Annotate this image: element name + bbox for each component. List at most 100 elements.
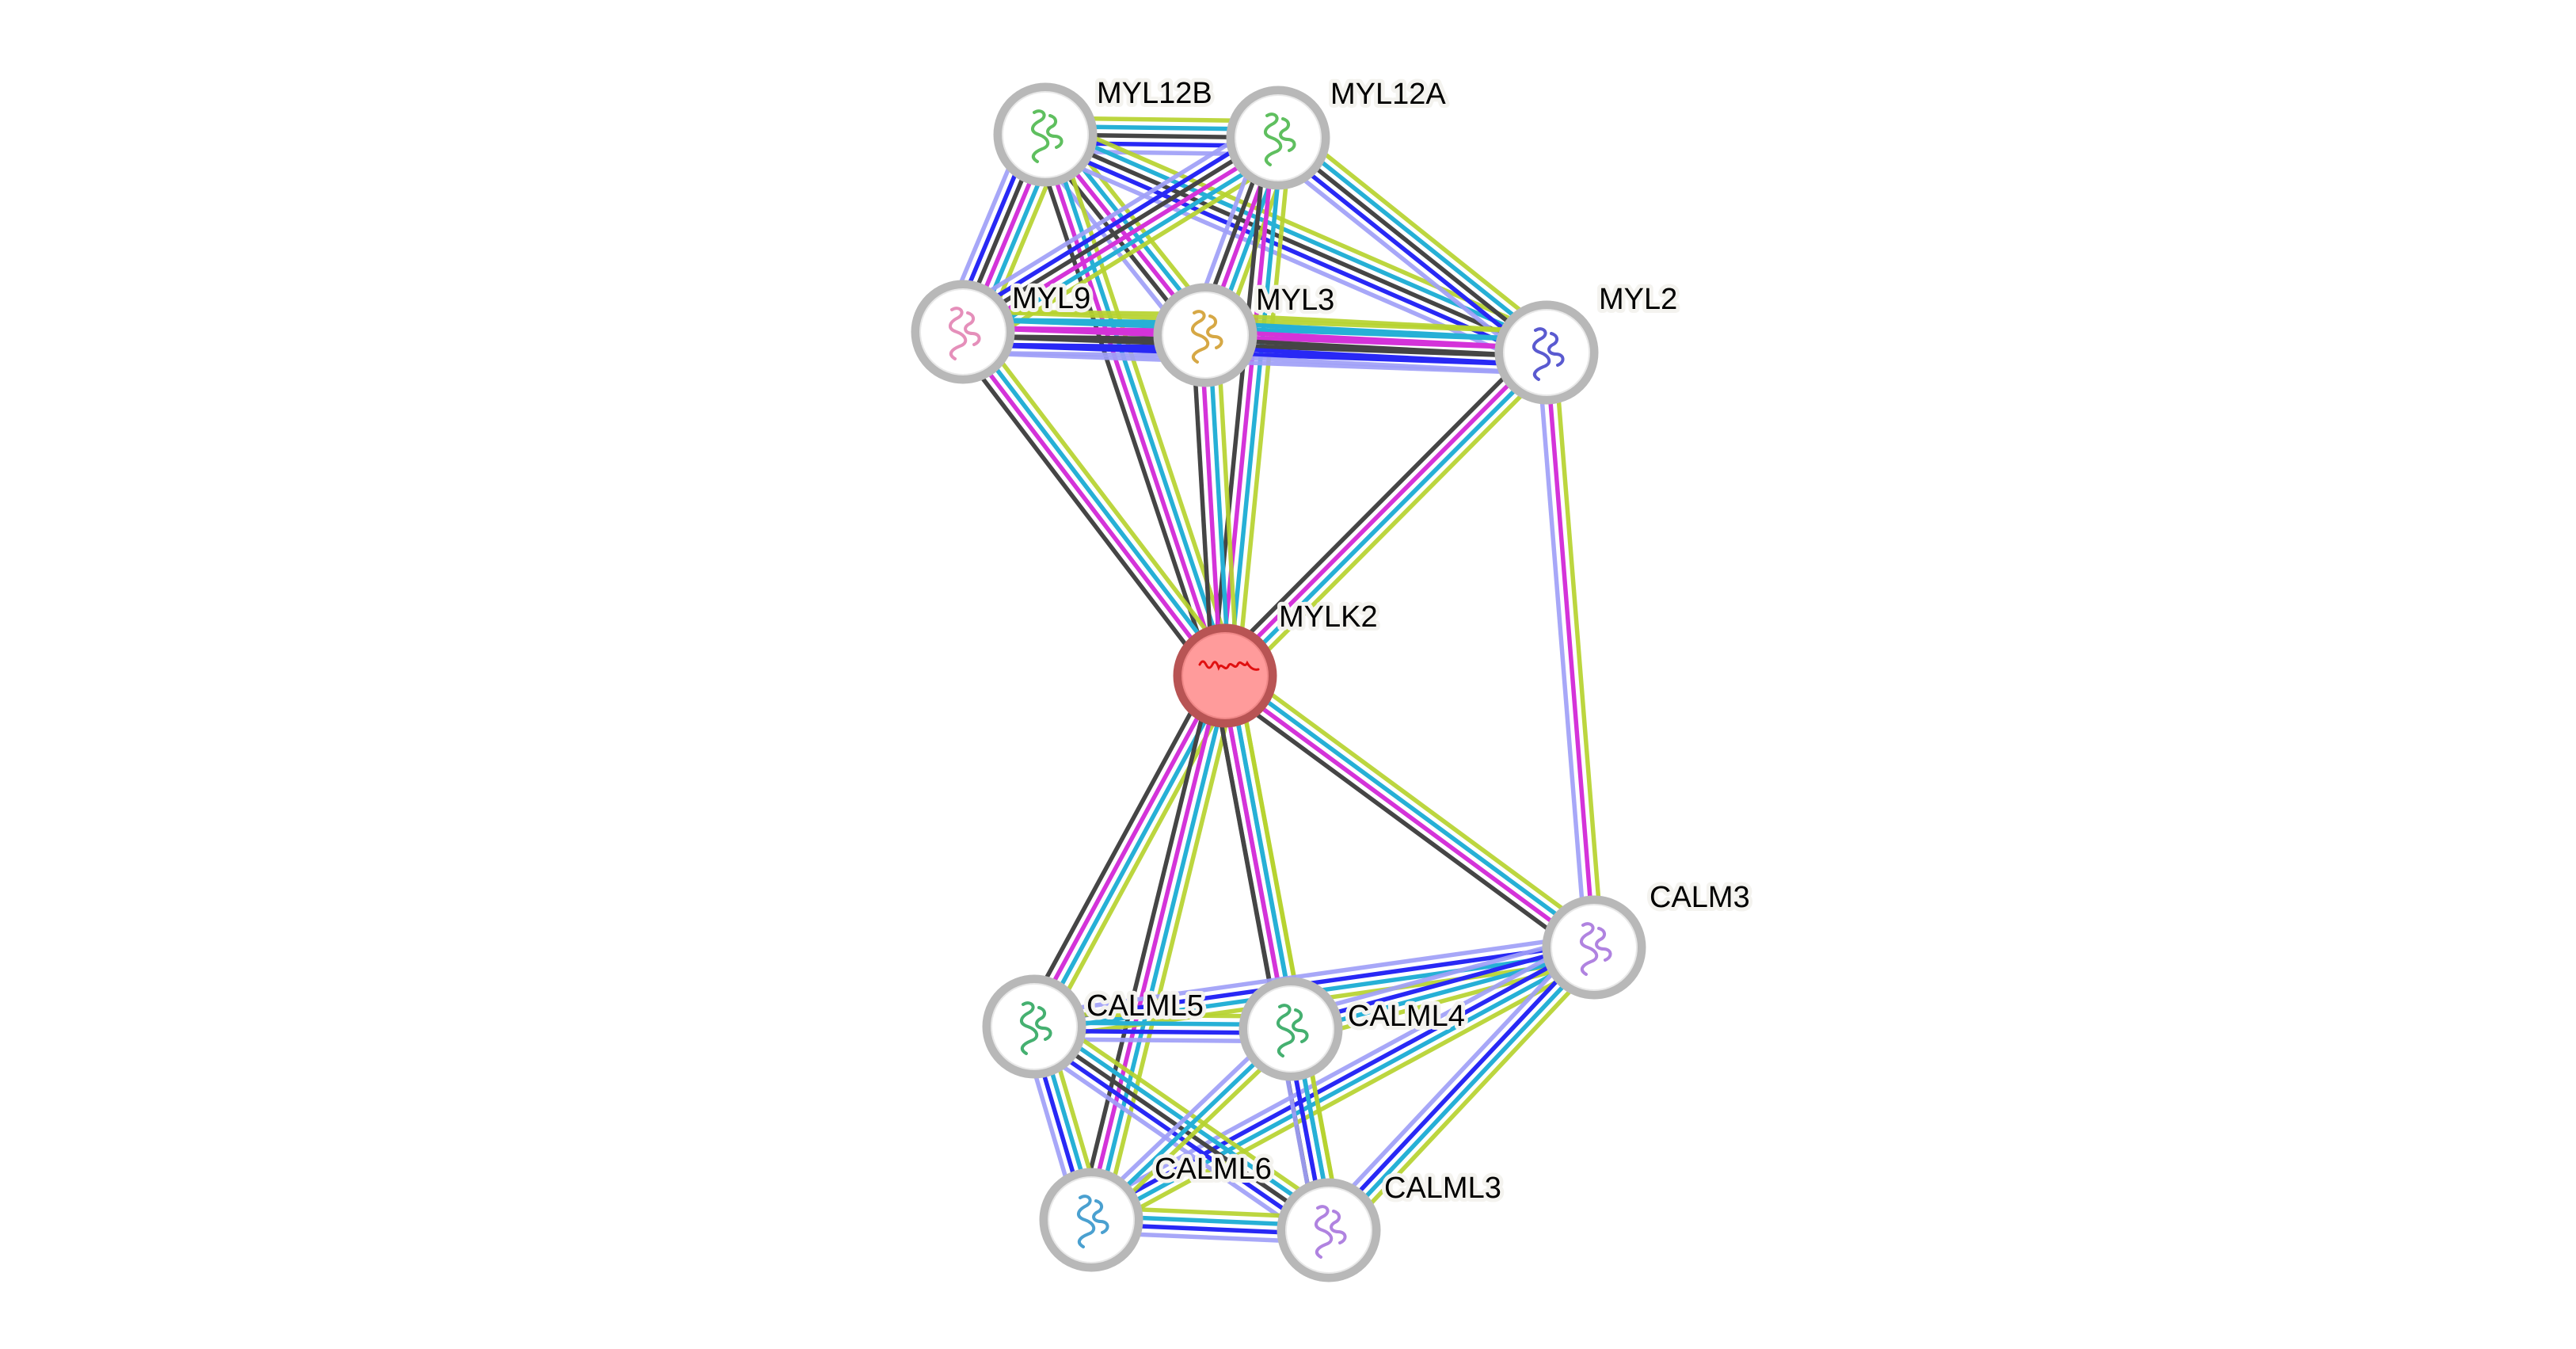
edge-evidence-cooccurrence <box>1324 943 1593 1229</box>
node-circle[interactable] <box>993 82 1098 187</box>
node-circle[interactable] <box>1039 1168 1143 1272</box>
edge-evidence-coexpression <box>951 337 1217 685</box>
edge-evidence-experiments <box>1221 677 1593 953</box>
node-inner-ring <box>1503 309 1590 396</box>
edge-myl2-calm3[interactable] <box>1535 351 1605 949</box>
edge-evidence-textmining <box>1336 954 1605 1240</box>
node-inner-ring <box>1162 292 1249 379</box>
edge-evidence-textmining <box>1231 664 1603 939</box>
edge-evidence-experiments <box>1028 673 1223 1026</box>
node-circle[interactable] <box>1153 283 1258 387</box>
edge-evidence-textmining <box>1287 123 1558 341</box>
edge-mylk2-calm3[interactable] <box>1216 664 1603 959</box>
node-calml6[interactable] <box>1039 1168 1143 1272</box>
node-circle[interactable] <box>1239 977 1343 1081</box>
edge-myl3-myl2[interactable] <box>1204 312 1548 375</box>
node-label-calml4: CALML4 <box>1348 1000 1465 1033</box>
node-circle[interactable] <box>1494 300 1599 405</box>
edge-evidence-coexpression <box>1210 136 1269 675</box>
edge-myl3-mylk2[interactable] <box>1190 333 1240 677</box>
edge-evidence-database <box>1205 320 1547 343</box>
node-mylk2[interactable] <box>1173 623 1277 728</box>
nodes-layer <box>911 82 1646 1282</box>
protein-structure-icon <box>1532 327 1565 381</box>
protein-structure-icon <box>1277 1004 1309 1057</box>
edge-evidence-experiments <box>1205 329 1547 351</box>
edge-evidence-coexpression <box>1214 341 1539 669</box>
edge-evidence-homology <box>1318 937 1587 1224</box>
edge-mylk2-calml5[interactable] <box>1021 669 1239 1034</box>
node-label-myl2: MYL2 <box>1599 283 1677 316</box>
node-myl12a[interactable] <box>1226 86 1330 190</box>
node-inner-ring <box>991 983 1078 1070</box>
edge-calm3-calml4[interactable] <box>1287 933 1598 1043</box>
edge-evidence-experiments <box>957 333 1224 680</box>
edge-evidence-cooccurrence <box>1204 345 1547 368</box>
edge-evidence-coexpression <box>1277 135 1548 355</box>
edge-evidence-database <box>964 328 1231 675</box>
edge-evidence-experiments <box>1219 137 1277 676</box>
edge-evidence-textmining <box>971 322 1237 670</box>
edge-evidence-homology <box>1037 147 1541 370</box>
edge-evidence-textmining <box>972 154 1291 352</box>
edge-evidence-database <box>1047 132 1231 676</box>
node-calml5[interactable] <box>982 974 1086 1079</box>
edge-evidence-database <box>1227 138 1284 676</box>
edge-evidence-textmining <box>1552 351 1605 947</box>
edge-evidence-homology <box>1084 934 1589 1211</box>
edge-evidence-experiments <box>1544 352 1596 948</box>
node-calm3[interactable] <box>1542 895 1646 1000</box>
edge-evidence-cooccurrence <box>1088 941 1593 1218</box>
edge-myl2-mylk2[interactable] <box>1214 341 1558 687</box>
edge-evidence-coexpression <box>1216 684 1589 959</box>
node-inner-ring <box>1235 94 1322 181</box>
node-label-myl9: MYL9 <box>1012 282 1090 315</box>
node-myl9[interactable] <box>911 280 1015 384</box>
node-label-myl12a: MYL12A <box>1330 78 1446 111</box>
node-circle[interactable] <box>1173 623 1277 728</box>
node-myl12b[interactable] <box>993 82 1098 187</box>
edge-myl12a-mylk2[interactable] <box>1210 136 1293 677</box>
protein-structure-icon <box>1031 109 1064 163</box>
protein-structure-icon <box>1191 310 1223 364</box>
edge-evidence-textmining <box>1232 360 1558 687</box>
node-label-mylk2: MYLK2 <box>1279 600 1378 634</box>
protein-structure-icon <box>1077 1195 1109 1248</box>
node-label-calm3: CALM3 <box>1649 881 1750 914</box>
edge-evidence-textmining <box>1215 333 1240 676</box>
edge-evidence-experiments <box>1085 674 1223 1220</box>
node-label-calml6: CALML6 <box>1155 1153 1272 1186</box>
edge-evidence-database <box>1093 676 1231 1221</box>
protein-structure-icon <box>1020 1001 1052 1055</box>
edge-evidence-experiments <box>1220 348 1546 675</box>
edge-evidence-coexpression <box>1190 335 1216 677</box>
node-inner-ring <box>1285 1187 1372 1274</box>
protein-structure-icon <box>1580 922 1612 976</box>
node-circle[interactable] <box>911 280 1015 384</box>
edge-evidence-textmining <box>1096 956 1601 1233</box>
edge-calm3-calml6[interactable] <box>1084 934 1601 1233</box>
node-circle[interactable] <box>1226 86 1330 190</box>
edge-evidence-homology <box>1535 352 1589 949</box>
edge-calm3-calml3[interactable] <box>1318 937 1605 1240</box>
edge-evidence-coexpression <box>1021 669 1216 1022</box>
edge-evidence-textmining <box>1293 957 1598 1043</box>
node-myl3[interactable] <box>1153 283 1258 387</box>
node-circle[interactable] <box>1542 895 1646 1000</box>
edge-evidence-homology <box>950 118 1269 316</box>
edge-evidence-textmining <box>1235 139 1293 677</box>
edge-evidence-coexpression <box>1204 337 1547 359</box>
node-inner-ring <box>1048 1176 1135 1263</box>
node-inner-ring <box>1002 91 1089 178</box>
edge-myl9-mylk2[interactable] <box>951 322 1237 685</box>
node-calml3[interactable] <box>1277 1178 1381 1282</box>
node-calml4[interactable] <box>1239 977 1343 1081</box>
node-circle[interactable] <box>982 974 1086 1079</box>
node-myl2[interactable] <box>1494 300 1599 405</box>
node-circle[interactable] <box>1277 1178 1381 1282</box>
edge-evidence-database <box>1092 949 1597 1226</box>
node-inner-ring <box>1181 632 1269 719</box>
edge-mylk2-calml6[interactable] <box>1077 672 1239 1224</box>
